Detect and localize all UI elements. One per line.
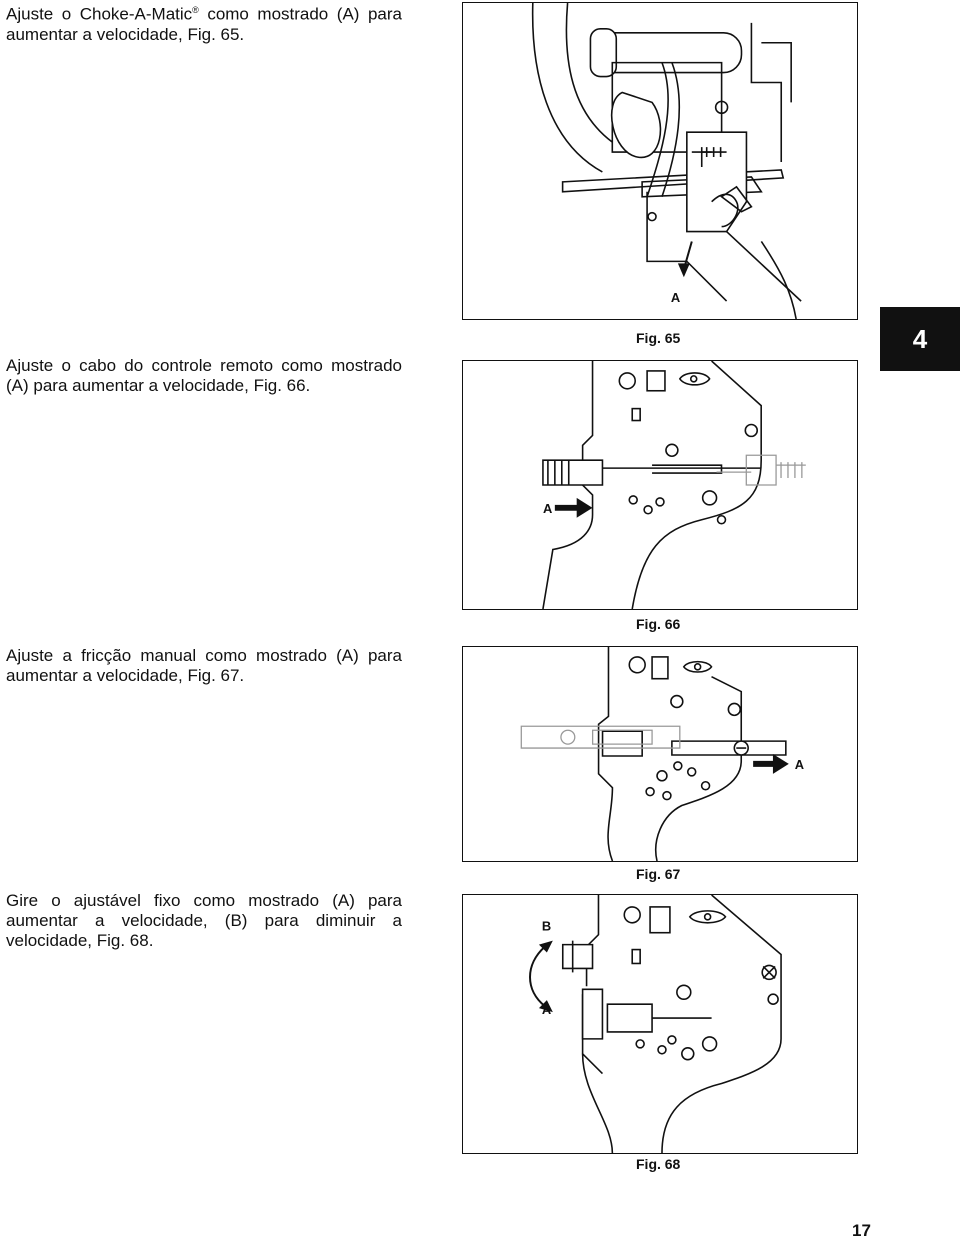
figure-68-fixed-adjustable: B A — [462, 894, 858, 1154]
figure-65-choke-a-matic: A — [462, 2, 858, 320]
fig66-drawing: A — [542, 361, 806, 609]
instruction-fig65: Ajuste o Choke-A-Matic® como mostrado (A… — [6, 0, 402, 45]
fig68-label-b: B — [542, 919, 551, 934]
fig67-drawing: A — [520, 647, 804, 861]
fig68-drawing: B A — [529, 895, 782, 1153]
instruction-fig67: Ajuste a fricção manual como mostrado (A… — [6, 646, 402, 685]
fig68-label-a: A — [542, 1002, 551, 1017]
page-number: 17 — [852, 1221, 871, 1240]
instruction-fig66: Ajuste o cabo do controle remoto como mo… — [6, 356, 402, 395]
registered-mark: ® — [192, 5, 199, 15]
fig65-caption: Fig. 65 — [636, 330, 681, 346]
fig66-label-a: A — [543, 501, 552, 516]
figure-66-remote-cable: A — [462, 360, 858, 610]
fig67-caption: Fig. 67 — [636, 866, 681, 882]
fig65-drawing: A — [531, 3, 802, 319]
instruction-fig68: Gire o ajustável fixo como mostrado (A) … — [6, 891, 402, 950]
section-tab: 4 — [880, 307, 960, 371]
fig66-caption: Fig. 66 — [636, 616, 681, 632]
text-choke-a-matic: Ajuste o Choke-A-Matic — [6, 4, 193, 24]
text-fig65-rest: como mostrado (A) para aumentar a veloci… — [6, 4, 402, 44]
fig65-label-a: A — [671, 290, 680, 305]
fig67-label-a: A — [795, 757, 804, 772]
fig68-caption: Fig. 68 — [636, 1156, 681, 1172]
figure-67-manual-friction: A — [462, 646, 858, 862]
